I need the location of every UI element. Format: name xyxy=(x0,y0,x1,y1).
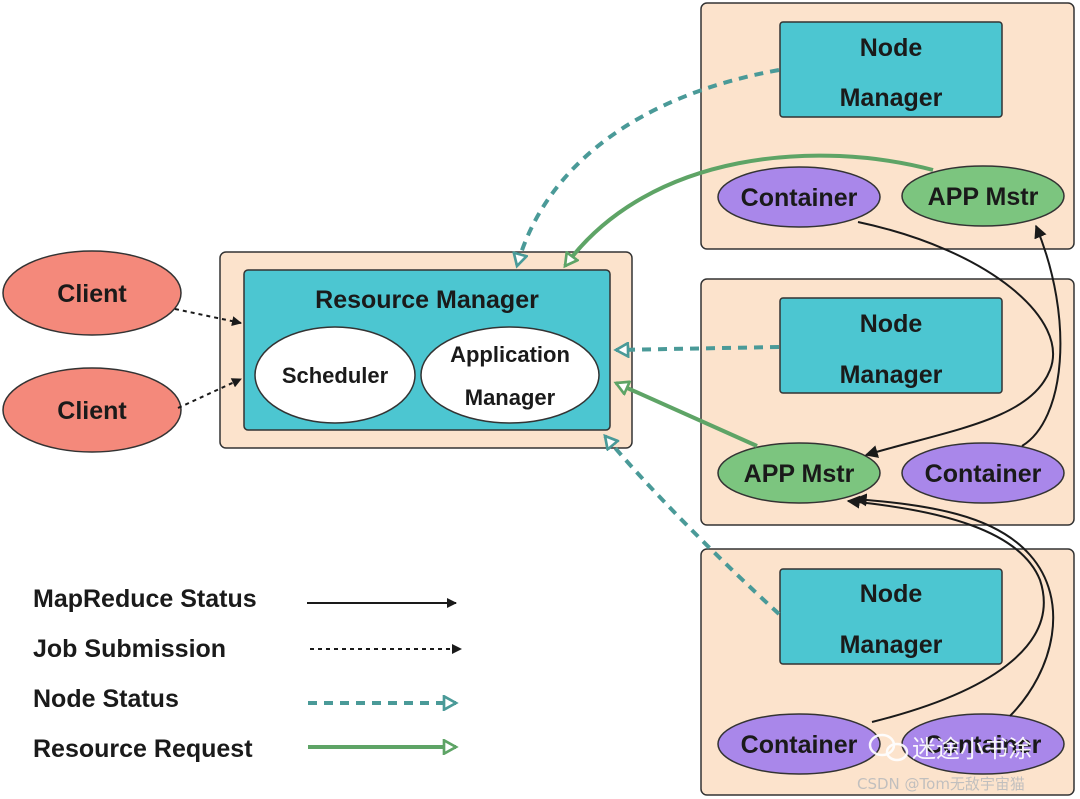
node-manager-1-line1: Node xyxy=(860,34,923,62)
container-3a-label: Container xyxy=(741,731,858,759)
container-3a-ellipse xyxy=(717,713,881,775)
watermark: 迷途小书涂 CSDN @Tom无敌宇宙猫 xyxy=(857,733,1032,793)
resource-request-arrow-app-master-1 xyxy=(565,153,934,266)
resource-manager-title: Resource Manager xyxy=(315,286,539,314)
client-2: Client xyxy=(2,367,182,453)
container-1-label: Container xyxy=(741,184,858,212)
node-manager-2-line1: Node xyxy=(860,310,923,338)
container-2-ellipse xyxy=(901,442,1065,504)
app-master-1-label: APP Mstr xyxy=(928,183,1039,211)
app-master-1-ellipse xyxy=(901,165,1065,227)
client-1-label: Client xyxy=(57,280,127,308)
watermark-credit: CSDN @Tom无敌宇宙猫 xyxy=(857,775,1025,793)
node-manager-1 xyxy=(779,21,1003,118)
job-submission-arrow-client-2 xyxy=(177,378,242,409)
job-submission-arrow-client-1 xyxy=(174,308,242,327)
node-status-arrow-node-2 xyxy=(616,347,780,350)
node-panel-1: Node Manager Container APP Mstr xyxy=(700,2,1075,250)
application-manager-label-line1: Application xyxy=(450,342,570,367)
scheduler-label: Scheduler xyxy=(282,363,389,388)
client-1: Client xyxy=(2,250,182,336)
app-master-2-ellipse xyxy=(717,442,881,504)
legend-mapreduce-status-label: MapReduce Status xyxy=(33,585,257,613)
container-2-label: Container xyxy=(925,460,1042,488)
node-status-arrow-node-3 xyxy=(605,436,781,616)
container-3b-label: Container xyxy=(925,731,1042,759)
application-manager-label-line2: Manager xyxy=(465,385,556,410)
node-panel-2: Node Manager APP Mstr Container xyxy=(700,278,1075,526)
wechat-icon xyxy=(868,733,909,762)
application-manager-ellipse xyxy=(420,326,600,424)
mapreduce-status-container-3a-to-app-master-2 xyxy=(846,495,1045,723)
mapreduce-status-container-2-to-app-master-1 xyxy=(1021,224,1062,447)
watermark-channel: 迷途小书涂 xyxy=(912,735,1032,763)
container-1-ellipse xyxy=(717,166,881,228)
node-manager-1-line2: Manager xyxy=(840,84,943,112)
node-manager-2 xyxy=(779,297,1003,394)
node-manager-3-line1: Node xyxy=(860,580,923,608)
legend: MapReduce Status Job Submission Node Sta… xyxy=(33,585,462,763)
app-master-2-label: APP Mstr xyxy=(744,460,855,488)
node-manager-3 xyxy=(779,568,1003,665)
legend-job-submission-label: Job Submission xyxy=(33,635,226,663)
node-panel-3: Node Manager Container Container xyxy=(700,548,1075,796)
node-status-arrow-node-1 xyxy=(517,68,780,266)
scheduler-ellipse xyxy=(254,326,416,424)
resource-request-arrow-app-master-2 xyxy=(616,383,758,448)
node-manager-3-line2: Manager xyxy=(840,631,943,659)
client-2-label: Client xyxy=(57,397,127,425)
mapreduce-status-container-3b-to-app-master-2 xyxy=(853,493,1055,717)
legend-resource-request-label: Resource Request xyxy=(33,735,253,763)
mapreduce-status-container-1-to-app-master-2 xyxy=(857,221,1055,458)
legend-node-status-label: Node Status xyxy=(33,685,179,713)
resource-manager-panel: Resource Manager Scheduler Application M… xyxy=(219,251,633,449)
node-manager-2-line2: Manager xyxy=(840,361,943,389)
